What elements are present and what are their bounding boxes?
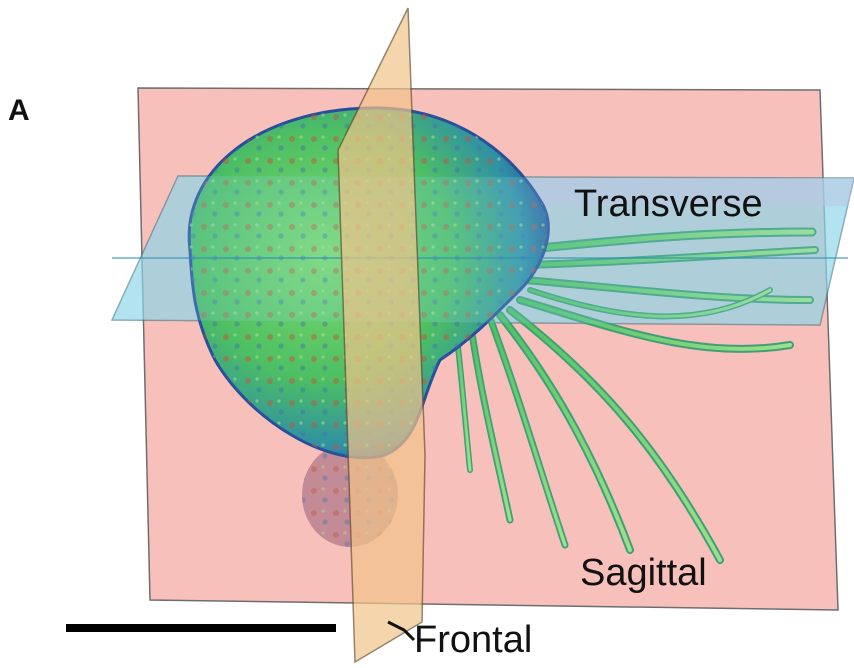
transverse-label: Transverse: [574, 183, 763, 225]
frontal-label: Frontal: [414, 619, 532, 661]
panel-label: A: [8, 94, 30, 127]
scale-bar: [66, 624, 336, 632]
sagittal-label: Sagittal: [580, 552, 707, 594]
